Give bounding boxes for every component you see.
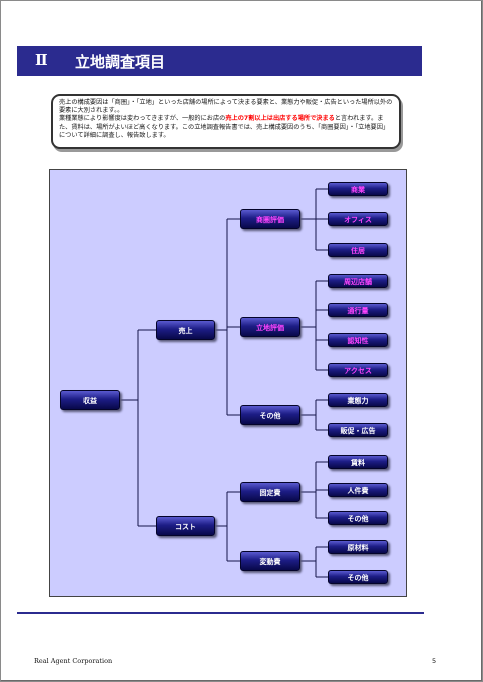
intro-highlight: 売上の7割以上は出店する場所で決まる (225, 115, 335, 123)
section-title: 立地調査項目 (75, 53, 166, 71)
section-number: Ⅱ (35, 51, 48, 69)
leaf-business-strength: 業態力 (328, 393, 388, 407)
intro-box: 売上の構成要因は「商圏」・「立地」といった店舗の場所によって決まる要素と、業態力… (51, 94, 401, 149)
node-cost: コスト (156, 516, 215, 536)
page-number: 5 (432, 657, 437, 665)
footer-divider (17, 612, 424, 614)
leaf-office: オフィス (328, 212, 388, 226)
intro-line-2-post: と言われます。また、賃料は、場所がよいほど高くなります。この立地調査報告書では、… (59, 115, 390, 139)
leaf-rent: 賃料 (328, 455, 388, 469)
leaf-fixed-other: その他 (328, 511, 388, 525)
leaf-traffic: 通行量 (328, 303, 388, 317)
node-revenue: 収益 (60, 390, 120, 410)
intro-paragraph-2: 業種業態により影響度は変わってきますが、一般的にお店の売上の7割以上は出店する場… (59, 115, 393, 140)
section-title-bar: Ⅱ 立地調査項目 (17, 46, 422, 76)
leaf-residence: 住居 (328, 243, 388, 257)
leaf-variable-other: その他 (328, 570, 388, 584)
revenue-tree-diagram: 収益 売上 コスト 商圏評価 立地評価 その他 固定費 変動費 商業 オフィス … (49, 169, 407, 597)
leaf-labor-cost: 人件費 (328, 483, 388, 497)
leaf-promotion-ad: 販促・広告 (328, 423, 388, 437)
node-sales: 売上 (156, 320, 215, 340)
node-fixed-cost: 固定費 (240, 482, 300, 502)
leaf-commerce: 商業 (328, 182, 388, 196)
node-variable-cost: 変動費 (240, 551, 300, 571)
node-shoken: 商圏評価 (240, 209, 300, 229)
leaf-visibility: 認知性 (328, 333, 388, 347)
leaf-materials: 原材料 (328, 540, 388, 554)
node-ritchi: 立地評価 (240, 317, 300, 337)
tree-connectors (120, 188, 328, 578)
footer-company: Real Agent Corporation (34, 657, 113, 665)
leaf-nearby-stores: 周辺店舗 (328, 274, 388, 288)
intro-line-2-pre: 業種業態により影響度は変わってきますが、一般的にお店の (59, 115, 226, 123)
leaf-access: アクセス (328, 363, 388, 377)
node-sales-other: その他 (240, 405, 300, 425)
intro-line-1: 売上の構成要因は「商圏」・「立地」といった店舗の場所によって決まる要素と、業態力… (59, 99, 393, 115)
